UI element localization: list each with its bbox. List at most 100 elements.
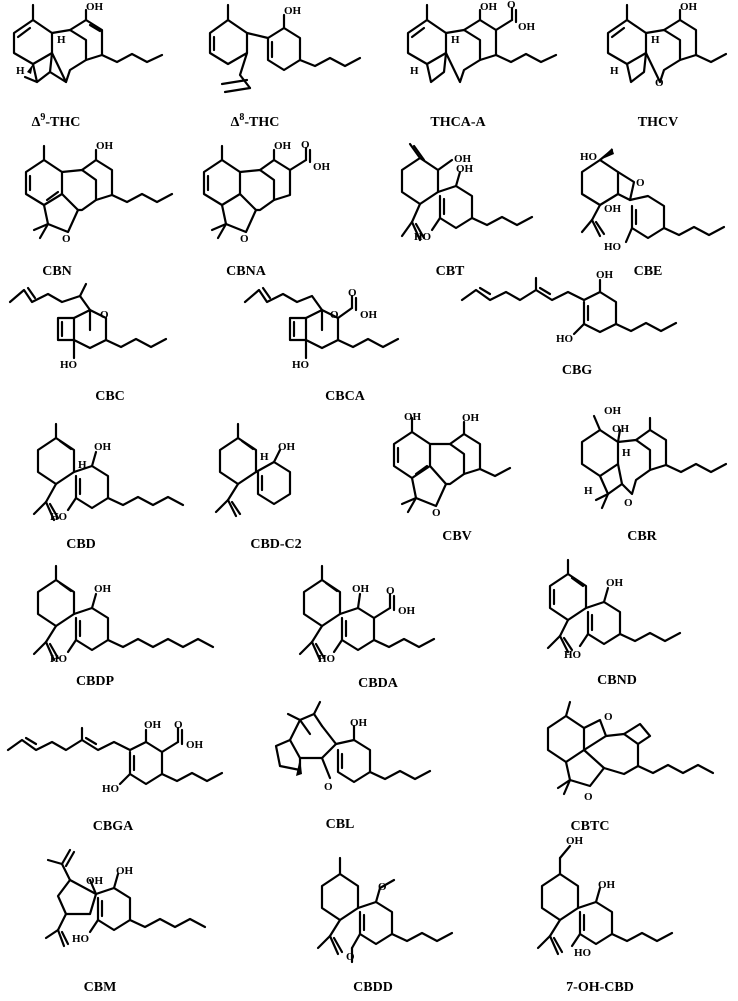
cbl-atom-o: O (324, 781, 333, 793)
cbda-label: CBDA (358, 676, 399, 691)
cbm-skeleton (44, 848, 207, 948)
thca-a-atom-oh1: OH (480, 1, 498, 13)
cbm-atom-oh1: OH (86, 875, 104, 887)
cbr-atom-h2: H (584, 485, 593, 497)
cbv-skeleton (392, 416, 512, 514)
cbga-skeleton (6, 726, 224, 786)
cbt-atom-oh2: OH (456, 163, 474, 175)
cbna-atom-oh2: OH (313, 161, 331, 173)
cbga-atom-oh1: OH (144, 719, 162, 731)
cbr-atom-oh2: OH (612, 423, 630, 435)
cbn-skeleton (24, 144, 174, 240)
thca-a-atom-o: O (507, 0, 516, 11)
cbnd-skeleton (546, 558, 682, 654)
compound-cbl: OH O CBL (274, 700, 432, 832)
cbg-label: CBG (562, 363, 592, 378)
cbt-skeleton (400, 142, 534, 242)
thcv-atom-h2: H (610, 65, 619, 77)
cbga-atom-o: O (174, 719, 183, 731)
compound-thca-a: OH O OH H H THCA-A (406, 0, 558, 130)
delta9-thc-atom-h1: H (57, 34, 66, 46)
7-oh-cbd-atom-oh1: OH (566, 835, 584, 847)
cbtc-atom-o2: O (584, 791, 593, 803)
cbd-c2-label: CBD-C2 (250, 537, 301, 552)
compound-cbca: O O OH HO CBCA (243, 286, 400, 404)
cbe-skeleton (580, 148, 726, 244)
cbda-atom-oh2: OH (398, 605, 416, 617)
cbna-skeleton (202, 144, 312, 240)
compound-cbna: OH O OH O CBNA (202, 139, 331, 279)
compound-cbv: OH OH O CBV (392, 411, 512, 544)
7-oh-cbd-label: 7-OH-CBD (566, 980, 634, 995)
cbda-skeleton (298, 564, 436, 662)
cbca-atom-oh: OH (360, 309, 378, 321)
compound-cbdd: O O CBDD (316, 856, 454, 995)
cbd-c2-skeleton (214, 422, 292, 518)
cbn-atom-o: O (62, 233, 71, 245)
cbdp-label: CBDP (76, 674, 115, 689)
cbr-label: CBR (627, 529, 657, 544)
cbdp-atom-oh: OH (94, 583, 112, 595)
cbna-atom-oh1: OH (274, 140, 292, 152)
thca-a-atom-h2: H (410, 65, 419, 77)
cbv-atom-o: O (432, 507, 441, 519)
cbdd-atom-o1: O (378, 881, 387, 893)
delta9-thc-atom-h2: H (16, 65, 25, 77)
cbv-atom-oh2: OH (462, 412, 480, 424)
cbca-skeleton (243, 286, 400, 360)
cbe-atom-ho1: HO (580, 151, 598, 163)
cbv-label: CBV (442, 529, 472, 544)
thca-a-label: THCA-A (430, 115, 486, 130)
cbt-atom-ho: HO (414, 231, 432, 243)
cbd-c2-atom-h: H (260, 451, 269, 463)
delta8-thc-atom-oh: OH (284, 5, 302, 17)
compound-cbdp: OH HO CBDP (32, 564, 215, 689)
cbr-skeleton (580, 414, 728, 510)
cbr-atom-oh1: OH (604, 405, 622, 417)
compound-thcv: OH H H O THCV (606, 1, 728, 130)
cbl-atom-oh: OH (350, 717, 368, 729)
cbdp-atom-ho: HO (50, 653, 68, 665)
7-oh-cbd-atom-ho: HO (574, 947, 592, 959)
cbda-atom-o: O (386, 585, 395, 597)
cbe-atom-ho2: HO (604, 241, 622, 253)
cbg-atom-ho: HO (556, 333, 574, 345)
cbda-atom-ho: HO (318, 653, 336, 665)
cbd-atom-ho: HO (50, 511, 68, 523)
cbe-atom-oh: OH (604, 203, 622, 215)
delta9-thc-label: Δ9-THC (32, 112, 81, 130)
delta8-thc-label: Δ8-THC (231, 112, 280, 130)
cbtc-skeleton (546, 700, 715, 796)
cbnd-atom-oh: OH (606, 577, 624, 589)
cbca-label: CBCA (325, 389, 366, 404)
cbt-atom-oh1: OH (454, 153, 472, 165)
compound-cbe: HO O OH HO CBE (580, 148, 726, 279)
7-oh-cbd-atom-oh2: OH (598, 879, 616, 891)
cbnd-label: CBND (597, 673, 637, 688)
cbga-atom-oh2: OH (186, 739, 204, 751)
cbca-atom-o2: O (348, 287, 357, 299)
compound-delta8-thc: OH Δ8-THC (208, 3, 362, 130)
thca-a-atom-h1: H (451, 34, 460, 46)
cbv-atom-oh1: OH (404, 411, 422, 423)
compound-cbd-c2: OH H CBD-C2 (214, 422, 302, 552)
compound-cbr: OH H OH H O CBR (580, 405, 728, 544)
compound-delta9-thc: OH H H Δ9-THC (12, 1, 164, 130)
thcv-atom-h1: H (651, 34, 660, 46)
cbd-atom-h: H (78, 459, 87, 471)
cbga-atom-ho: HO (102, 783, 120, 795)
cbd-atom-oh: OH (94, 441, 112, 453)
cbdp-skeleton (32, 564, 215, 662)
cbc-label: CBC (95, 389, 125, 404)
cbr-atom-o: O (624, 497, 633, 509)
cbr-atom-h1: H (622, 447, 631, 459)
delta9-thc-atom-oh: OH (86, 1, 104, 13)
cbl-wedge (296, 758, 302, 776)
compound-cbt: OH OH HO CBT (400, 142, 534, 279)
cbtc-atom-o1: O (604, 711, 613, 723)
cbda-atom-oh1: OH (352, 583, 370, 595)
compound-cbg: OH HO CBG (460, 269, 678, 378)
thcv-skeleton (606, 3, 728, 84)
cbca-atom-ho: HO (292, 359, 310, 371)
